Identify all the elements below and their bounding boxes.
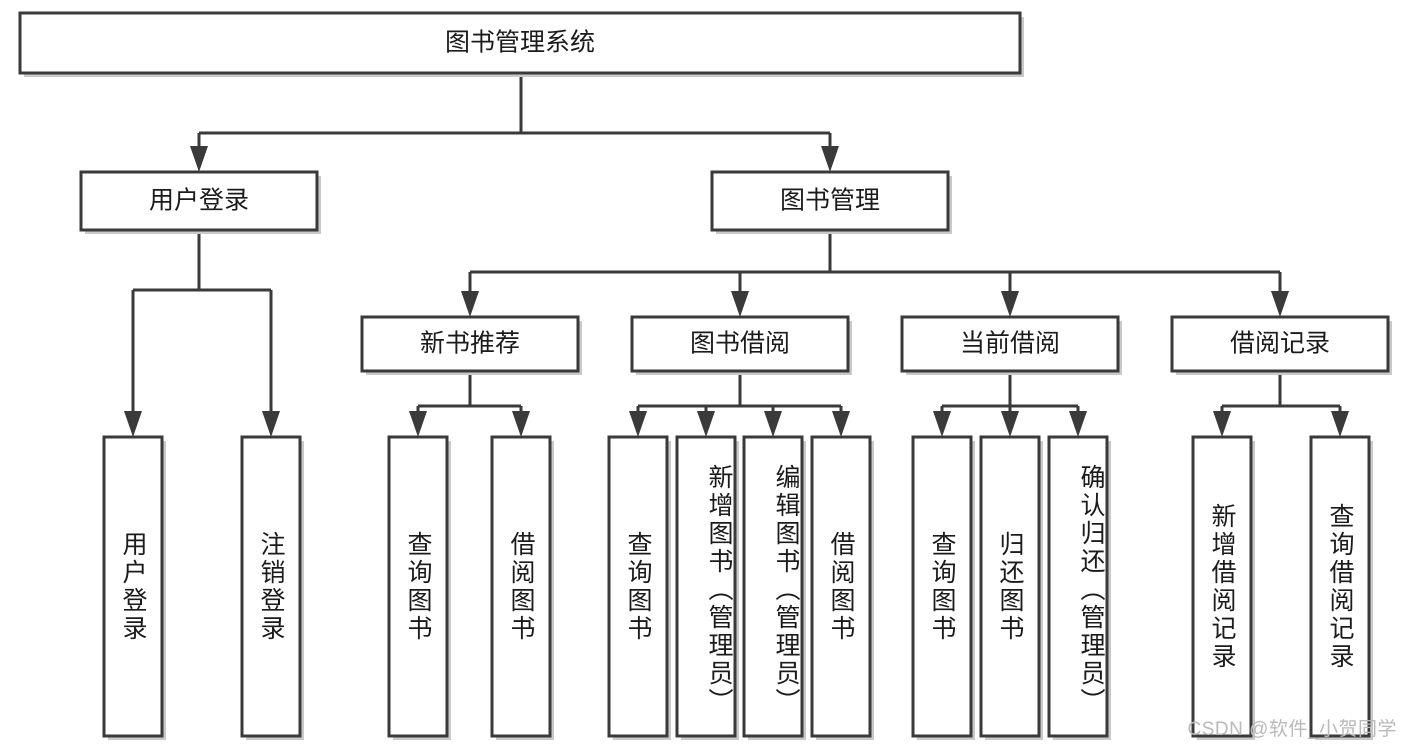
arrow-newbook bbox=[461, 291, 479, 317]
node-current-borrow-box[interactable] bbox=[900, 315, 1120, 373]
node-book-manage-label: 图书管理 bbox=[780, 187, 880, 215]
arrow-bookborrow-leaf-1 bbox=[629, 411, 647, 437]
node-borrow-record[interactable]: 借阅记录 bbox=[1170, 315, 1392, 375]
leaf-boxes-layer bbox=[102, 435, 1373, 740]
node-root-label: 图书管理系统 bbox=[445, 29, 595, 57]
arrow-borrowrecord-leaf-2 bbox=[1331, 411, 1349, 437]
csdn-watermark: CSDN @软件_小贺同学 bbox=[1187, 719, 1397, 740]
arrow-newbook-leaf-1 bbox=[409, 411, 427, 437]
node-new-book-recommend[interactable]: 新书推荐 bbox=[360, 315, 582, 375]
leaf-nb-query-box[interactable] bbox=[387, 435, 449, 738]
arrow-currentborrow bbox=[1001, 291, 1019, 317]
node-new-book-recommend-box[interactable] bbox=[360, 315, 580, 373]
arrow-bookborrow-leaf-2 bbox=[697, 411, 715, 437]
leaf-cb-return-box[interactable] bbox=[979, 435, 1041, 738]
node-book-borrow-label: 图书借阅 bbox=[690, 330, 790, 358]
leaf-user-login-box[interactable] bbox=[102, 435, 164, 738]
arrow-leaf-logout bbox=[262, 411, 280, 437]
leaf-br-query-box[interactable] bbox=[1309, 435, 1371, 738]
node-book-manage[interactable]: 图书管理 bbox=[710, 170, 952, 234]
node-borrow-record-label: 借阅记录 bbox=[1230, 330, 1330, 358]
leaf-nb-borrow-box[interactable] bbox=[490, 435, 552, 738]
arrow-bookborrow-leaf-4 bbox=[832, 411, 850, 437]
leaf-bb-query-box[interactable] bbox=[607, 435, 669, 738]
arrow-leaf-user-login bbox=[124, 411, 142, 437]
node-book-borrow[interactable]: 图书借阅 bbox=[630, 315, 852, 375]
node-new-book-recommend-label: 新书推荐 bbox=[420, 330, 520, 358]
connector-layer bbox=[124, 76, 1349, 437]
node-user-login-box[interactable] bbox=[79, 170, 319, 232]
leaf-bb-borrow-box[interactable] bbox=[810, 435, 872, 738]
arrow-currentborrow-leaf-3 bbox=[1069, 411, 1087, 437]
node-user-login-label: 用户登录 bbox=[149, 187, 249, 215]
arrow-borrowrecord bbox=[1271, 291, 1289, 317]
leaf-bb-add-box[interactable] bbox=[675, 435, 737, 738]
node-user-login[interactable]: 用户登录 bbox=[79, 170, 321, 234]
arrow-bookborrow bbox=[731, 291, 749, 317]
arrow-bookborrow-leaf-3 bbox=[764, 411, 782, 437]
leaf-br-add-box[interactable] bbox=[1191, 435, 1253, 738]
node-book-borrow-box[interactable] bbox=[630, 315, 850, 373]
node-borrow-record-box[interactable] bbox=[1170, 315, 1390, 373]
leaf-cb-query-box[interactable] bbox=[911, 435, 973, 738]
node-root[interactable]: 图书管理系统 bbox=[18, 11, 1024, 77]
arrow-borrowrecord-leaf-1 bbox=[1213, 411, 1231, 437]
node-current-borrow[interactable]: 当前借阅 bbox=[900, 315, 1122, 375]
node-book-manage-box[interactable] bbox=[710, 170, 950, 232]
arrow-book-manage bbox=[821, 146, 839, 172]
leaf-logout-box[interactable] bbox=[240, 435, 302, 738]
leaf-cb-confirm-box[interactable] bbox=[1047, 435, 1109, 738]
arrow-user-login bbox=[190, 146, 208, 172]
node-root-box[interactable] bbox=[18, 11, 1022, 75]
arrow-newbook-leaf-2 bbox=[512, 411, 530, 437]
leaf-bb-edit-box[interactable] bbox=[742, 435, 804, 738]
node-current-borrow-label: 当前借阅 bbox=[960, 330, 1060, 358]
arrow-currentborrow-leaf-1 bbox=[933, 411, 951, 437]
arrow-currentborrow-leaf-2 bbox=[1001, 411, 1019, 437]
